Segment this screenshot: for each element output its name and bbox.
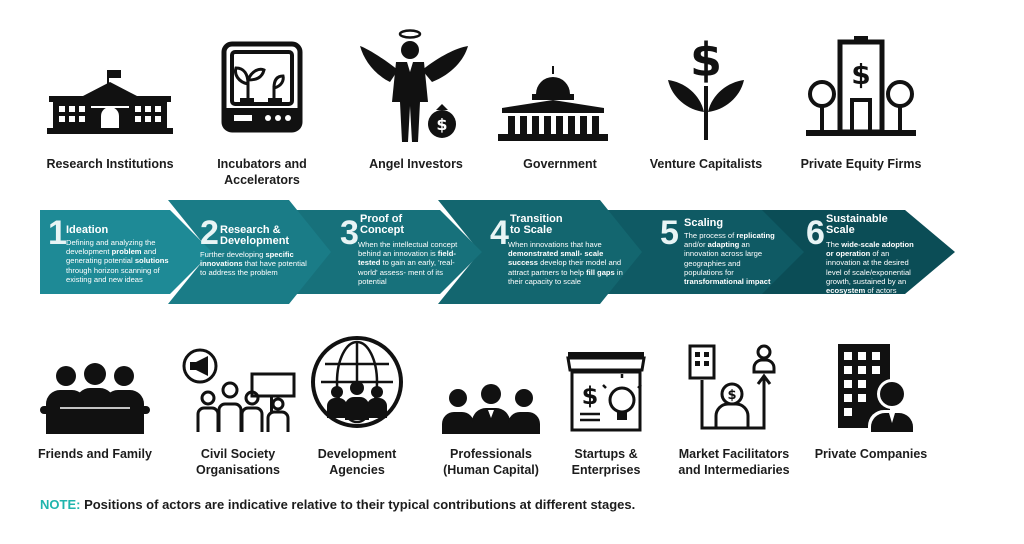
stage-description: When innovations that have demonstrated … [508, 240, 623, 286]
stage-number: 1 [48, 214, 67, 252]
market-network-icon: $ [688, 344, 776, 430]
stage-arrow-6 [760, 210, 955, 294]
svg-text:$: $ [436, 115, 447, 134]
actor-label-research-institutions: Research Institutions [46, 157, 174, 171]
actor-label-development-agencies: Development Agencies [317, 447, 397, 477]
svg-text:$: $ [582, 382, 599, 410]
incubator-plants-icon [221, 41, 303, 133]
stage-arrow-5 [598, 210, 804, 294]
stage-number: 3 [340, 214, 359, 252]
angel-investor-icon: $ [360, 29, 468, 142]
note-text: Positions of actors are indicative relat… [80, 497, 636, 512]
stage-title: Research & Development [220, 224, 290, 247]
actor-label-professionals: Professionals (Human Capital) [443, 447, 539, 477]
group-hug-icon [40, 363, 150, 434]
capitol-building-icon [498, 66, 608, 141]
stage-description: The process of replicating and/or adapti… [684, 231, 775, 287]
note-tag: NOTE: [40, 497, 81, 512]
stage-title: Transition to Scale [510, 213, 563, 236]
stage-title: Scaling [684, 217, 724, 229]
stage-number: 6 [806, 214, 825, 252]
actor-label-private-equity-firms: Private Equity Firms [800, 157, 922, 171]
svg-text:$: $ [851, 58, 870, 91]
actor-label-incubators-accelerators: Incubators and Accelerators [217, 157, 307, 187]
actor-label-civil-society: Civil Society Organisations [195, 447, 281, 477]
stage-arrow-3 [287, 210, 482, 294]
stage-arrow-1 [40, 210, 212, 294]
actor-label-government: Government [523, 157, 597, 171]
dollar-plant-icon: $ [668, 33, 744, 140]
footnote: NOTE: Positions of actors are indicative… [40, 497, 635, 512]
stage-description: Further developing specific innovations … [200, 250, 307, 278]
stage-arrow-2 [168, 200, 331, 304]
globe-people-icon [311, 336, 403, 428]
actor-label-venture-capitalists: Venture Capitalists [649, 157, 763, 171]
actor-label-private-companies: Private Companies [814, 447, 928, 461]
stage-description: When the intellectual concept behind an … [358, 240, 458, 286]
stage-number: 4 [490, 214, 509, 252]
stage-title: Proof of Concept [360, 213, 404, 236]
stage-description: Defining and analyzing the development p… [66, 238, 169, 284]
stage-description: The wide-scale adoption or operation of … [826, 240, 914, 296]
actor-label-friends-family: Friends and Family [38, 447, 152, 461]
stage-title: Ideation [66, 224, 109, 236]
svg-text:$: $ [727, 388, 736, 403]
actor-label-angel-investors: Angel Investors [369, 157, 463, 171]
stage-title: Sustainable Scale [826, 213, 888, 236]
stage-number: 2 [200, 214, 219, 252]
megaphone-protest-icon [182, 348, 296, 432]
actor-label-startups-enterprises: Startups & Enterprises [571, 447, 641, 477]
dollar-building-icon: $ [806, 36, 916, 136]
university-building-icon [47, 70, 173, 134]
actor-label-market-facilitators: Market Facilitators and Intermediaries [678, 447, 790, 477]
stage-number: 5 [660, 214, 679, 252]
stage-arrow-4 [438, 200, 642, 304]
svg-text:$: $ [690, 33, 722, 87]
building-businessman-icon [838, 344, 916, 432]
business-people-icon [442, 384, 540, 434]
storefront-lightbulb-icon: $ [566, 352, 646, 432]
